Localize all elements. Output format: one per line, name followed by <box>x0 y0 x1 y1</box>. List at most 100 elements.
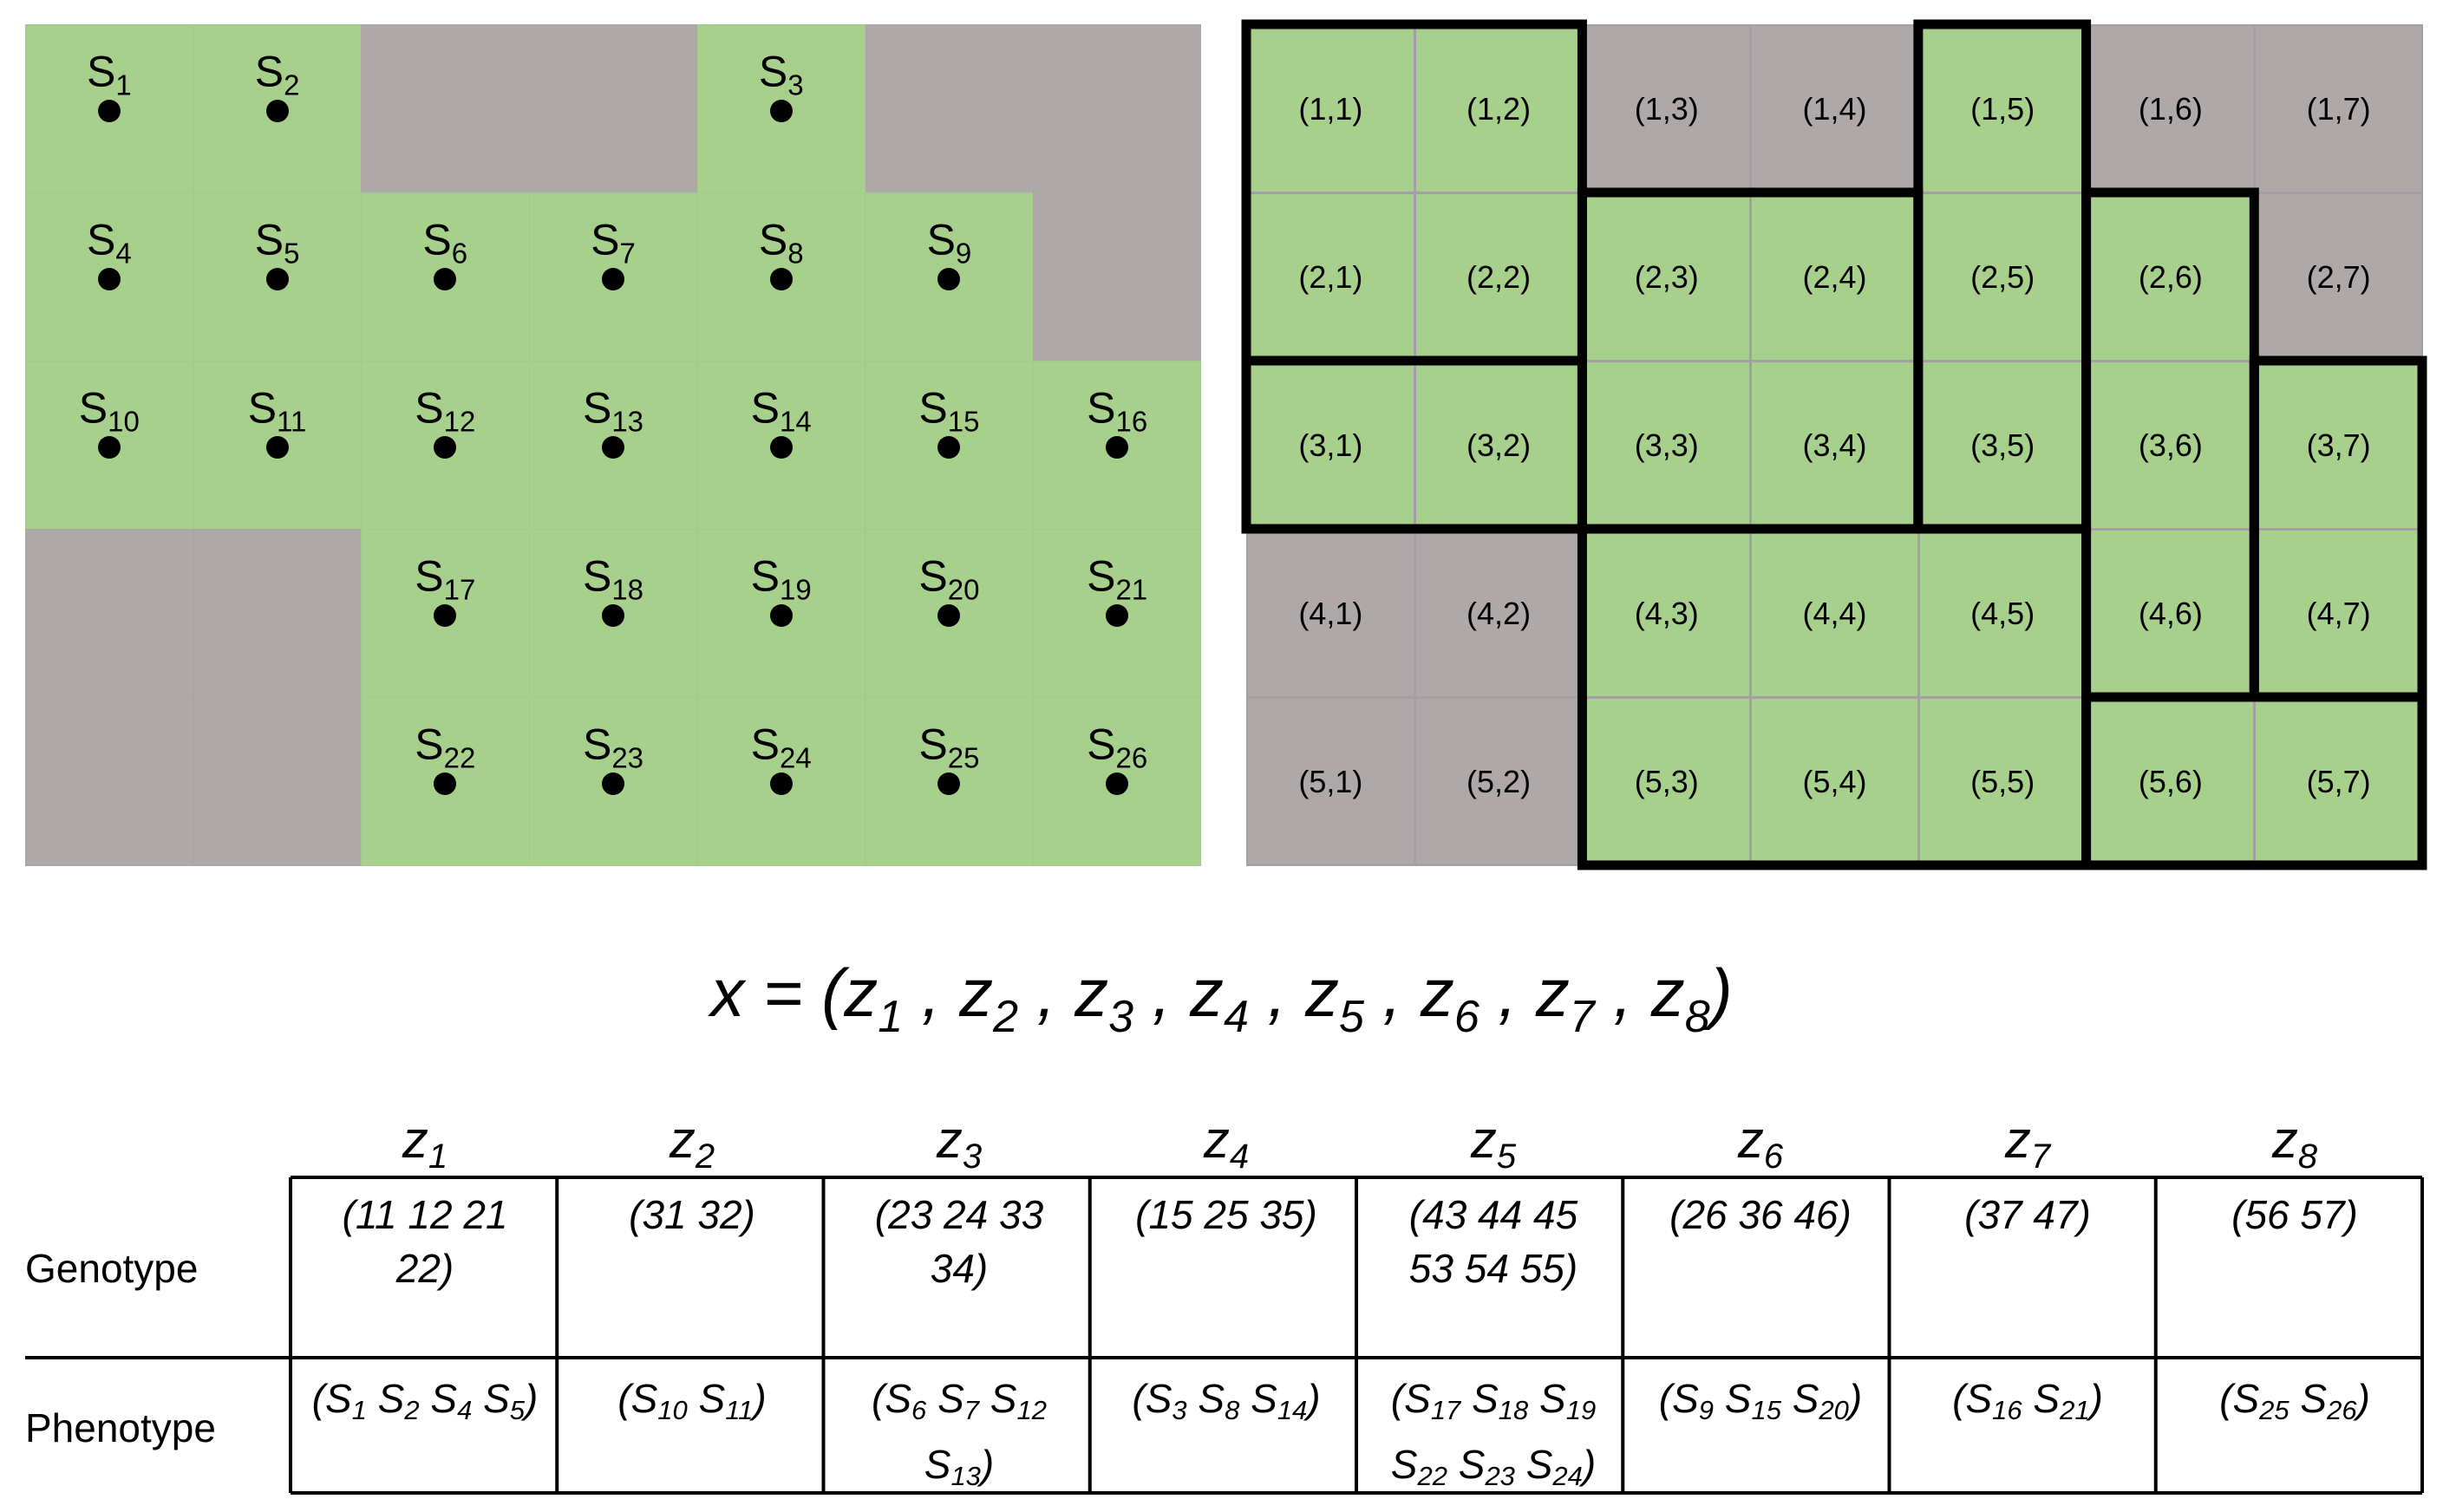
sensor-label: S5 <box>255 218 300 268</box>
formula-var-index: 6 <box>1453 992 1480 1042</box>
column-header-index: 5 <box>1496 1137 1517 1176</box>
cell-coordinate: (4,3) <box>1634 595 1699 631</box>
sensor-symbol: S <box>758 215 788 264</box>
formula-var-index: 2 <box>993 992 1019 1042</box>
group-border <box>2249 355 2427 702</box>
sensor-dot <box>97 436 121 459</box>
phenotype-close: ) <box>980 1442 995 1487</box>
sensor-symbol: S <box>750 383 781 433</box>
phenotype-cell: (S1 S2 S4 S5) <box>292 1372 558 1437</box>
sensor-index: 22 <box>443 741 476 774</box>
grid-cell: (1,6) <box>2086 24 2256 193</box>
column-header-symbol: z <box>936 1111 963 1169</box>
genotype-cell: (31 32) <box>559 1188 825 1242</box>
phenotype-close: ) <box>1307 1376 1321 1421</box>
sensor-index: 5 <box>284 237 300 270</box>
cell-coordinate: (2,7) <box>2306 258 2371 295</box>
cell-coordinate: (3,7) <box>2306 427 2371 463</box>
sensor-symbol: S <box>582 383 612 433</box>
grid-cell: (1,5) <box>1917 24 2087 193</box>
grid-cell <box>193 697 362 866</box>
formula-var-index: 7 <box>1569 992 1595 1042</box>
sensor-index: 19 <box>780 573 812 606</box>
formula-var: z5 <box>1304 955 1364 1042</box>
cell-coordinate: (1,1) <box>1298 90 1363 127</box>
row-label-phenotype: Phenotype <box>25 1405 216 1450</box>
cell-coordinate: (4,7) <box>2306 595 2371 631</box>
cell-coordinate: (1,7) <box>2306 90 2371 127</box>
sensor-label: S14 <box>751 387 812 436</box>
column-header: z4 <box>1094 1101 1359 1179</box>
phenotype-symbol: S <box>2300 1376 2328 1421</box>
grid-cell: (5,5) <box>1917 697 2087 866</box>
phenotype-index: 23 <box>1485 1461 1515 1491</box>
sensor-dot <box>434 604 457 627</box>
group-border <box>1241 355 1587 534</box>
grid-cell: (4,4) <box>1750 529 1919 698</box>
cell-coordinate: (1,2) <box>1466 90 1532 127</box>
cell-coordinate: (2,4) <box>1802 258 1867 295</box>
phenotype-open: ( <box>1952 1376 1966 1421</box>
formula-separator: , <box>903 955 960 1031</box>
phenotype-index: 11 <box>725 1395 754 1425</box>
sensor-label: S16 <box>1087 387 1147 436</box>
sensor-dot <box>769 100 793 122</box>
sensor-dot <box>602 604 624 627</box>
sensor-symbol: S <box>750 551 781 601</box>
genotype-line: (43 44 45 <box>1408 1192 1578 1237</box>
column-header-symbol: z <box>1203 1111 1230 1169</box>
formula-var: z7 <box>1535 955 1595 1042</box>
sensor-label: S22 <box>415 723 475 772</box>
sensor-dot <box>769 772 793 795</box>
formula-var-symbol: z <box>844 955 879 1031</box>
sensor-index: 20 <box>947 573 980 606</box>
genotype-cell: (56 57) <box>2162 1188 2427 1242</box>
grid-cell: (3,5) <box>1917 361 2087 530</box>
phenotype-index: 4 <box>457 1395 473 1425</box>
grid-cell: (5,4) <box>1750 697 1919 866</box>
grid-cell: (2,1) <box>1246 192 1415 362</box>
sensor-label: S3 <box>759 50 804 100</box>
sensor-index: 8 <box>787 237 804 270</box>
grid-cell: (3,1) <box>1246 361 1415 530</box>
sensor-index: 9 <box>955 237 972 270</box>
phenotype-symbol: S <box>1539 1376 1566 1421</box>
cell-coordinate: (3,4) <box>1802 427 1867 463</box>
formula-var-symbol: z <box>1304 955 1339 1031</box>
grid-cell <box>529 24 698 193</box>
cell-coordinate: (1,6) <box>2138 90 2203 127</box>
sensor-dot <box>602 772 624 795</box>
sensor-symbol: S <box>247 383 278 433</box>
cell-coordinate: (2,3) <box>1634 258 1699 295</box>
phenotype-index: 8 <box>1225 1395 1240 1425</box>
sensor-label: S7 <box>591 218 636 268</box>
formula-var: z4 <box>1190 955 1249 1042</box>
formula-var-symbol: z <box>1535 955 1570 1031</box>
column-header: z2 <box>559 1101 825 1179</box>
group-border <box>2081 187 2259 702</box>
formula-separator: , <box>1479 955 1536 1031</box>
grid-cell: (3,7) <box>2254 361 2423 530</box>
sensor-index: 15 <box>947 405 980 438</box>
row-label-genotype: Genotype <box>25 1245 199 1291</box>
sensor-label: S17 <box>415 555 475 604</box>
sensor-index: 4 <box>115 237 132 270</box>
genotype-line: (31 32) <box>629 1192 755 1237</box>
sensor-label: S8 <box>759 218 804 268</box>
formula-var: z1 <box>844 955 903 1042</box>
sensor-symbol: S <box>86 47 116 96</box>
phenotype-line: (S6 S7 S12 <box>839 1372 1080 1437</box>
grid-cell <box>1033 192 1202 362</box>
sensor-symbol: S <box>254 215 284 264</box>
grid-cell: (4,3) <box>1582 529 1752 698</box>
formula-var-index: 5 <box>1338 992 1364 1042</box>
phenotype-index: 5 <box>509 1395 526 1425</box>
sensor-dot <box>97 100 121 122</box>
sensor-index: 10 <box>108 405 140 438</box>
grid-cell <box>1033 24 1202 193</box>
grid-cell: (5,2) <box>1414 697 1584 866</box>
cell-coordinate: (2,2) <box>1466 258 1532 295</box>
grid-cell: (4,7) <box>2254 529 2423 698</box>
